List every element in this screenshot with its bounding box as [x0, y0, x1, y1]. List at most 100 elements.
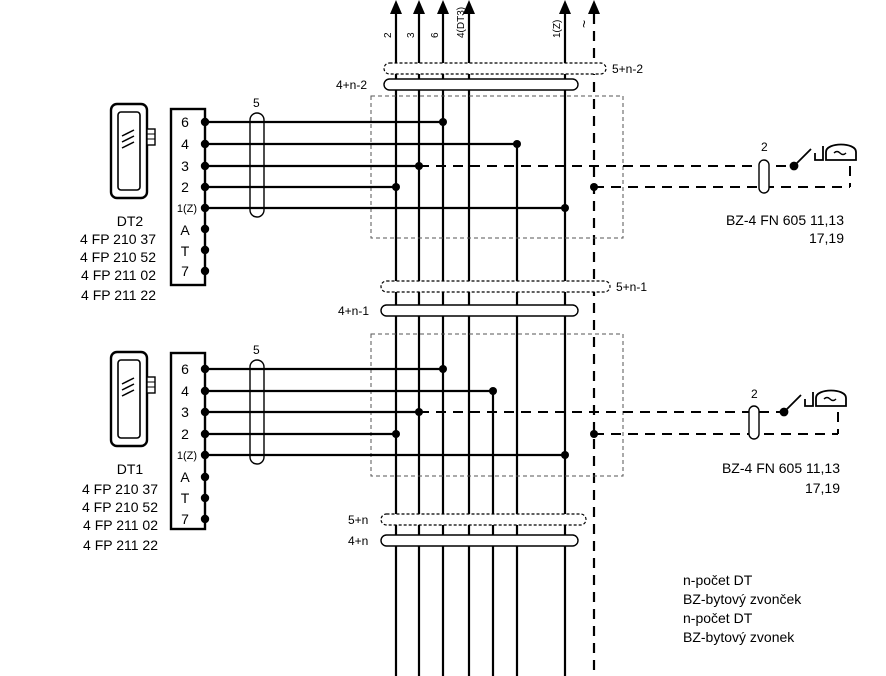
- legend-line: n-počet DT: [683, 572, 753, 588]
- part-number: 4 FP 211 22: [83, 537, 158, 553]
- bottom-cable-sleeves: 5+n 4+n: [348, 513, 587, 548]
- part-number: 4 FP 211 02: [83, 517, 158, 533]
- legend-line: n-počet DT: [683, 610, 753, 626]
- junction-dot: [561, 204, 569, 212]
- unit-name-dt2: DT2: [117, 213, 144, 229]
- bell-type-label-2: 17,19: [805, 480, 840, 496]
- legend-line: BZ-bytový zvonek: [683, 629, 795, 645]
- junction-dot: [439, 118, 447, 126]
- junction-dot: [439, 365, 447, 373]
- junction-dot: [392, 183, 400, 191]
- terminal-label: 2: [181, 179, 189, 195]
- ac-supply-symbol: ~: [576, 20, 592, 28]
- terminal-label: 7: [181, 263, 189, 279]
- bus-label-3: 3: [406, 32, 417, 38]
- junction-dot: [392, 430, 400, 438]
- vertical-bus: [394, 14, 596, 676]
- terminal-label: 3: [181, 404, 189, 420]
- part-number: 4 FP 210 37: [80, 231, 156, 247]
- terminal-labels: 6 4 3 2 1(Z) A T 7: [177, 361, 197, 527]
- arrow-up-icon: [437, 0, 449, 14]
- junction-dot: [513, 140, 521, 148]
- bell-type-label-2: 17,19: [809, 230, 844, 246]
- legend: n-počet DT BZ-bytový zvonček n-počet DT …: [683, 572, 802, 645]
- part-number: 4 FP 211 22: [81, 287, 156, 303]
- terminal-dot: [200, 493, 210, 503]
- bell-cable-sleeve: [748, 405, 760, 440]
- terminal-label: 6: [181, 361, 189, 377]
- bell-switch-icon: [789, 146, 824, 171]
- cable-sleeve-4-n-1: [380, 304, 579, 317]
- terminal-labels: 6 4 3 2 1(Z) A T 7: [177, 114, 197, 279]
- part-number: 4 FP 211 02: [81, 267, 156, 283]
- terminal-label: T: [181, 243, 190, 259]
- bus-label-2: 2: [383, 32, 394, 38]
- bus-label-4-dt3: 4(DT3): [456, 7, 467, 38]
- cable-label-5-n-2: 5+n-2: [612, 62, 643, 76]
- terminal-label: 1(Z): [177, 203, 197, 215]
- arrow-up-icon: [559, 0, 571, 14]
- unit-name-dt1: DT1: [117, 461, 144, 477]
- junction-box-dashed: [370, 333, 624, 477]
- bus-arrowheads: [390, 0, 600, 14]
- arrow-up-icon: [463, 0, 475, 14]
- bell-cable-label: 2: [761, 140, 768, 154]
- cable-sleeve-5-n-2: [383, 62, 607, 75]
- upper-section: DT2 4 FP 210 37 4 FP 210 52 4 FP 211 02 …: [80, 95, 857, 303]
- bundle-sleeve: [249, 359, 265, 465]
- terminal-label: 4: [181, 136, 189, 152]
- legend-line: BZ-bytový zvonček: [683, 591, 802, 607]
- cable-sleeve-5-n: [380, 513, 587, 526]
- bell-wiring: [419, 165, 851, 188]
- terminal-dot: [200, 472, 210, 482]
- cable-label-4-n-2: 4+n-2: [336, 78, 367, 92]
- terminal-label: 3: [181, 158, 189, 174]
- bundle-label: 5: [253, 343, 260, 357]
- junction-dot: [489, 387, 497, 395]
- bell-cable-sleeve: [758, 159, 770, 194]
- terminal-label: 1(Z): [177, 450, 197, 462]
- terminal-label: 2: [181, 426, 189, 442]
- bell-type-label: BZ-4 FN 605 11,13: [722, 460, 840, 476]
- part-number: 4 FP 210 52: [82, 499, 158, 515]
- terminal-label: 4: [181, 383, 189, 399]
- bell-switch-icon: [779, 392, 814, 417]
- cable-sleeve-4-n: [380, 534, 579, 547]
- terminal-block: [169, 351, 207, 531]
- top-bus-labels: 2 3 6 4(DT3) 1(Z) ~: [383, 7, 592, 38]
- cable-sleeve-4-n-2: [383, 78, 579, 91]
- bundle-label: 5: [253, 96, 260, 110]
- terminal-dot: [200, 224, 210, 234]
- lower-section: DT1 4 FP 210 37 4 FP 210 52 4 FP 211 02 …: [82, 333, 847, 553]
- unit-wires: [205, 120, 565, 210]
- arrow-up-icon: [413, 0, 425, 14]
- terminal-label: T: [181, 490, 190, 506]
- top-cable-sleeves: 5+n-2 4+n-2: [336, 62, 643, 92]
- part-number: 4 FP 210 37: [82, 481, 158, 497]
- bus-label-1z: 1(Z): [552, 20, 563, 38]
- bell-icon: [815, 389, 847, 407]
- terminal-dot: [200, 245, 210, 255]
- bus-label-6: 6: [430, 32, 441, 38]
- cable-sleeve-5-n-1: [380, 280, 611, 293]
- terminal-label: A: [180, 469, 190, 485]
- unit-wires: [205, 367, 565, 457]
- bell-icon: [825, 143, 857, 161]
- handset-icon: [109, 102, 156, 200]
- terminal-label: A: [180, 222, 190, 238]
- cable-label-5-n: 5+n: [348, 513, 368, 527]
- cable-label-4-n: 4+n: [348, 534, 368, 548]
- terminal-dot: [200, 266, 210, 276]
- arrow-up-icon: [390, 0, 402, 14]
- terminal-dot: [200, 514, 210, 524]
- terminal-label: 6: [181, 114, 189, 130]
- cable-label-4-n-1: 4+n-1: [338, 304, 369, 318]
- bundle-sleeve: [249, 112, 265, 218]
- bell-type-label: BZ-4 FN 605 11,13: [726, 212, 844, 228]
- cable-label-5-n-1: 5+n-1: [616, 280, 647, 294]
- terminal-label: 7: [181, 511, 189, 527]
- middle-cable-sleeves: 5+n-1 4+n-1: [338, 280, 647, 318]
- part-number: 4 FP 210 52: [80, 249, 156, 265]
